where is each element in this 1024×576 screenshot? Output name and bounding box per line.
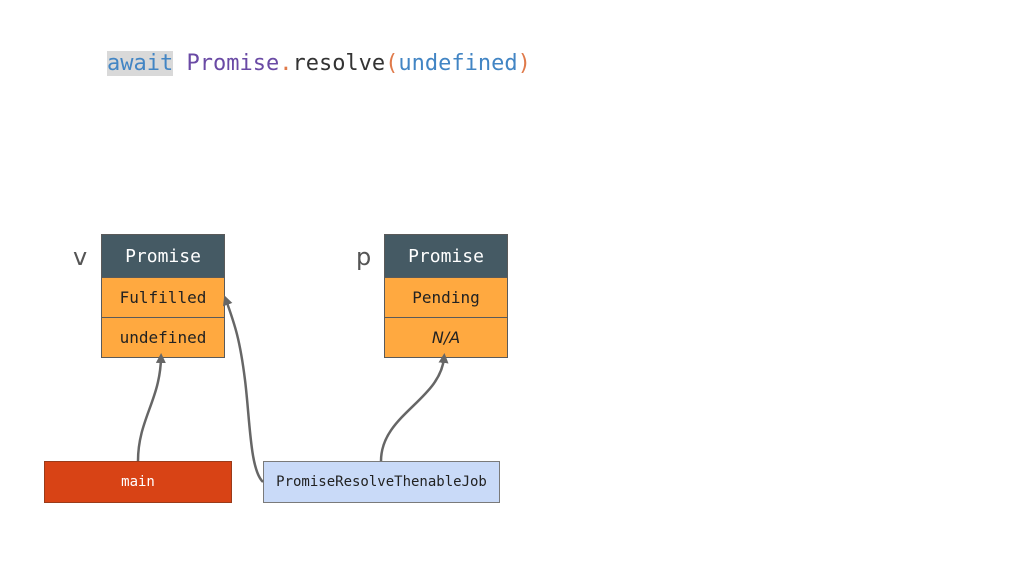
job-promise-resolve-thenable: PromiseResolveThenableJob — [263, 461, 500, 503]
promise-p-value: N/A — [385, 317, 507, 357]
promise-p-state: Pending — [385, 278, 507, 317]
code-method-name: resolve — [292, 51, 386, 76]
promise-box-v: Promise Fulfilled undefined — [101, 234, 225, 358]
code-line: await Promise.resolve(undefined) — [107, 48, 531, 80]
variable-label-v: v — [73, 243, 88, 271]
promise-v-title: Promise — [102, 235, 224, 278]
arrow-job-to-p — [379, 353, 449, 462]
promise-v-state: Fulfilled — [102, 278, 224, 317]
promise-p-title: Promise — [385, 235, 507, 278]
code-await-keyword: await — [107, 51, 174, 76]
code-close-paren: ) — [517, 51, 531, 76]
promise-v-value: undefined — [102, 317, 224, 357]
code-dot: . — [279, 51, 293, 76]
code-argument: undefined — [398, 51, 518, 76]
promise-box-p: Promise Pending N/A — [384, 234, 508, 358]
code-open-paren: ( — [385, 51, 399, 76]
job-main: main — [44, 461, 232, 503]
code-class-name: Promise — [186, 51, 280, 76]
variable-label-p: p — [356, 243, 372, 271]
arrow-job-to-v-state — [222, 295, 264, 483]
arrow-main-to-v — [136, 353, 166, 462]
